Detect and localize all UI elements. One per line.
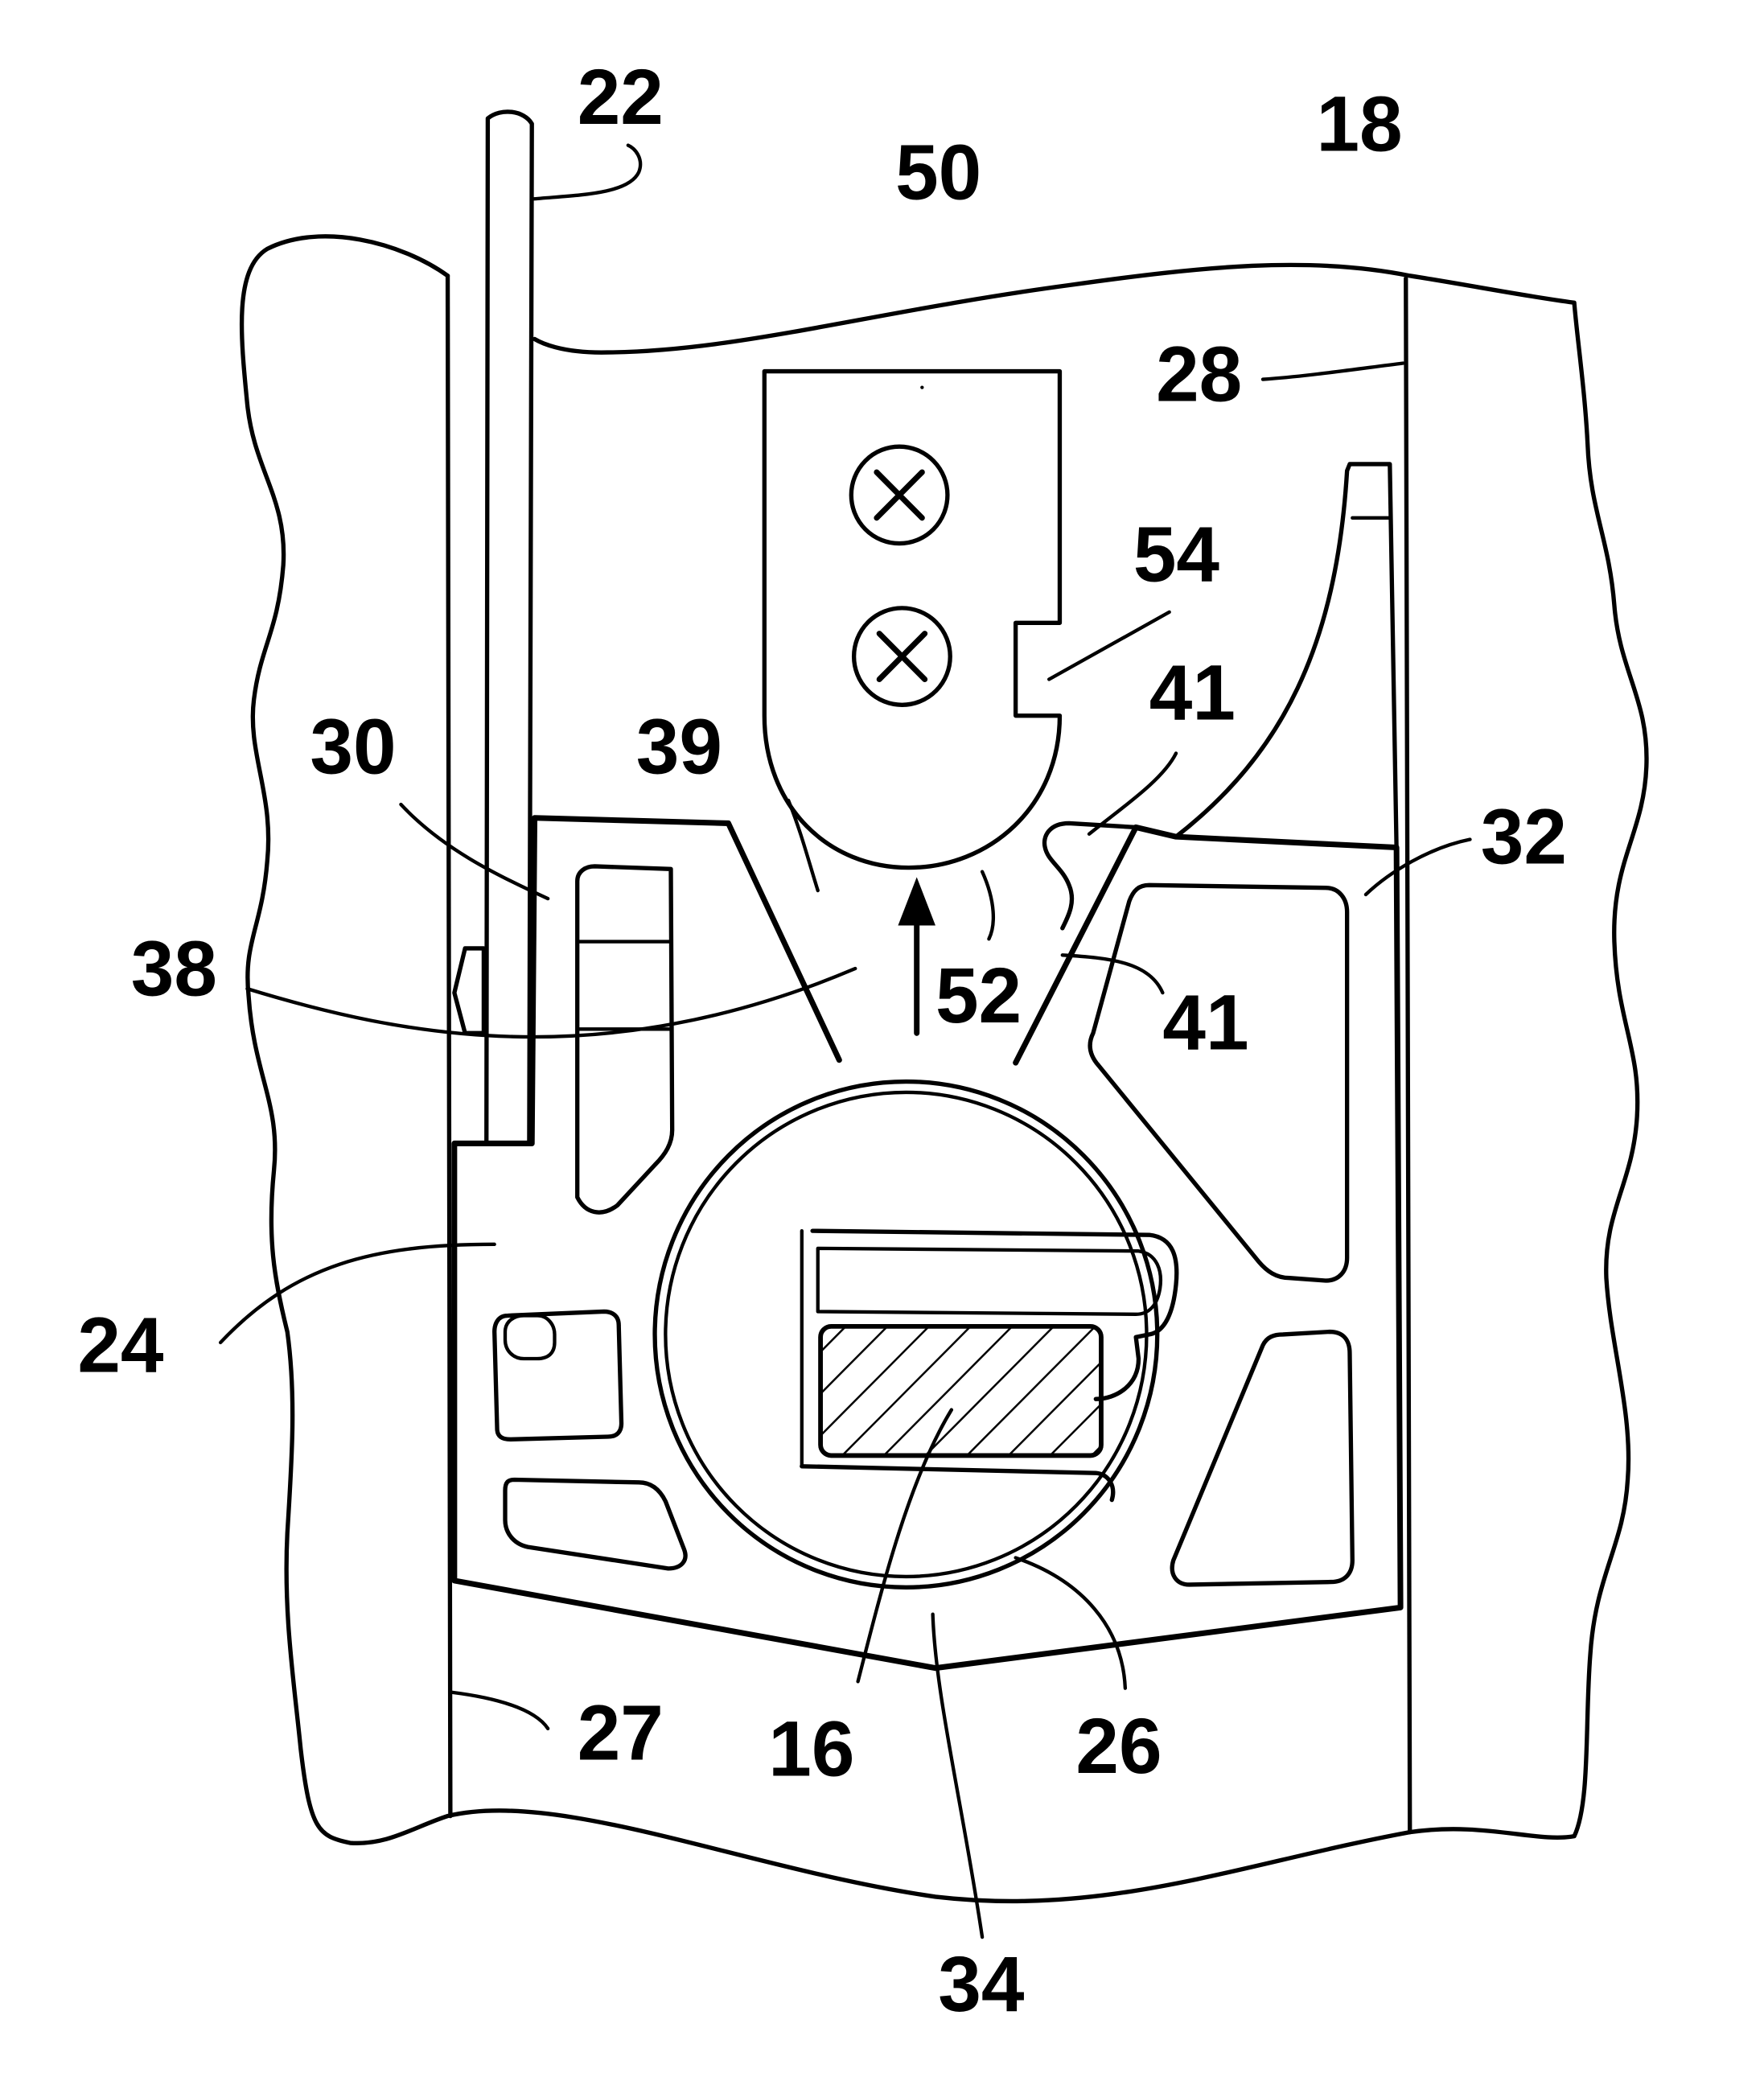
channel-39 (728, 823, 839, 1059)
label-54: 54 (1133, 511, 1219, 598)
label-34: 34 (938, 1941, 1024, 2028)
label-27: 27 (578, 1689, 664, 1776)
label-22: 22 (578, 54, 664, 141)
label-30: 30 (310, 703, 396, 790)
label-44: 41 (1149, 649, 1236, 736)
housing-left-wall (448, 276, 450, 1816)
lower-left-cutout (505, 1480, 685, 1569)
housing-outline (242, 236, 1647, 1902)
square-cutout (495, 1311, 622, 1439)
label-39: 39 (636, 703, 722, 790)
label-41: 41 (1162, 979, 1248, 1066)
label-16: 16 (768, 1705, 854, 1792)
label-28: 28 (1156, 331, 1242, 417)
block-50 (764, 372, 1059, 868)
key-16 (820, 1326, 1101, 1456)
housing-right-wall (1406, 278, 1410, 1832)
label-18: 18 (1316, 80, 1402, 167)
label-50: 50 (895, 129, 981, 216)
label-24: 24 (77, 1302, 163, 1388)
slot-30 (578, 866, 672, 1212)
label-38: 38 (131, 925, 217, 1012)
strip-22-tab (454, 948, 484, 1033)
label-32: 32 (1481, 793, 1567, 880)
arrow-head (898, 877, 935, 925)
frame-plate-24 (454, 818, 1400, 1668)
label-52: 52 (935, 952, 1022, 1039)
strip-22 (487, 112, 532, 1144)
label-26: 26 (1075, 1703, 1162, 1790)
lower-right-cutout (1172, 1332, 1352, 1585)
